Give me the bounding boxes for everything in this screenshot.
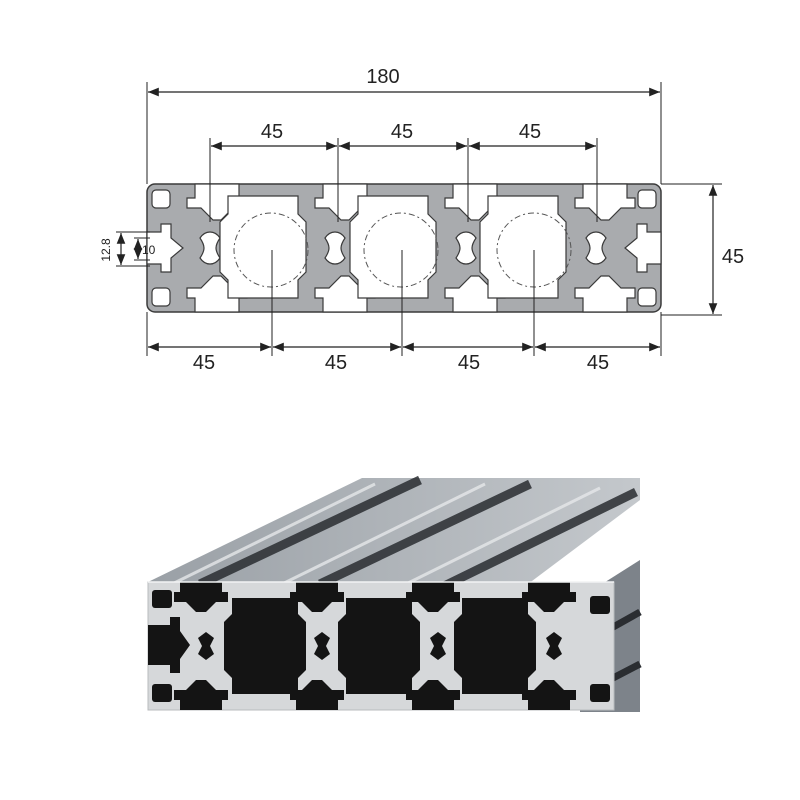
dimension-lines (116, 87, 718, 352)
overall-width-label: 180 (366, 66, 399, 88)
extension-lines (116, 82, 722, 356)
top-pitch-label-1: 45 (261, 121, 283, 143)
height-label: 45 (722, 246, 744, 268)
top-pitch-label-3: 45 (519, 121, 541, 143)
slot-opening-label: 12.8 (99, 238, 113, 262)
cross-section-drawing: 180 45 45 45 45 45 45 45 45 12.8 10 (99, 66, 744, 374)
bottom-pitch-label-1: 45 (193, 352, 215, 374)
bottom-pitch-label-4: 45 (587, 352, 609, 374)
slot-width-label: 10 (142, 243, 156, 257)
top-pitch-label-2: 45 (391, 121, 413, 143)
profile-outline (146, 183, 662, 313)
profile-3d-render (147, 475, 642, 712)
bottom-pitch-label-3: 45 (458, 352, 480, 374)
bottom-pitch-label-2: 45 (325, 352, 347, 374)
